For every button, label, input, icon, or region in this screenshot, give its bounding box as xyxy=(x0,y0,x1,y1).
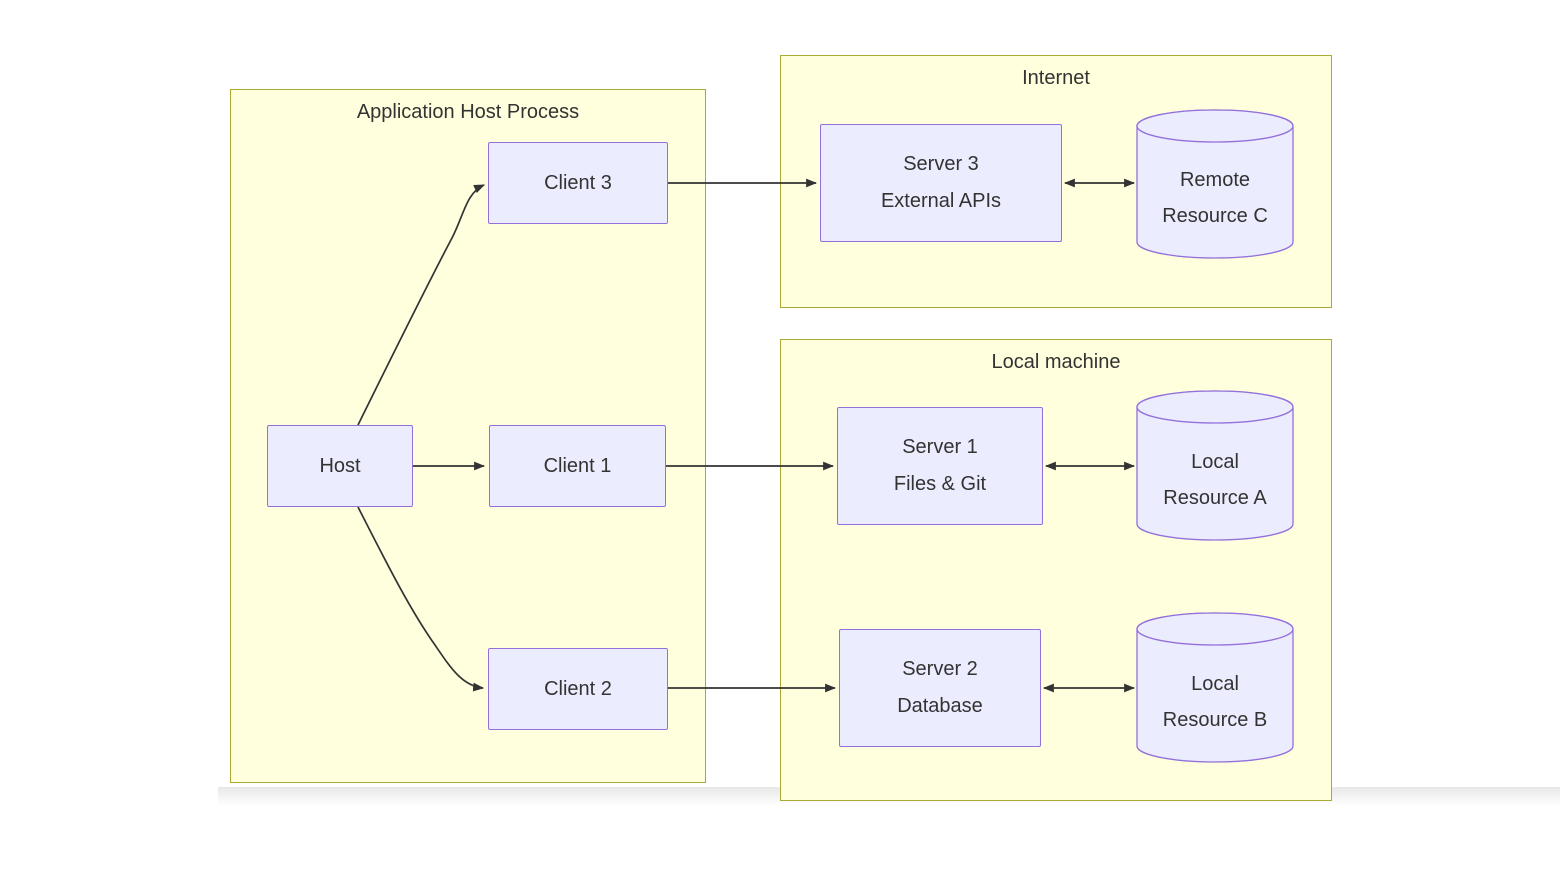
container-title-internet: Internet xyxy=(1022,67,1090,89)
node-server-1: Server 1 Files & Git xyxy=(837,407,1043,525)
node-remote-resource-c-line1: Remote xyxy=(1179,169,1251,191)
node-local-resource-a-label: Local Resource A xyxy=(1137,444,1293,516)
container-title-application-host-process: Application Host Process xyxy=(356,101,580,123)
node-local-resource-b-label: Local Resource B xyxy=(1137,666,1293,738)
node-remote-resource-c-line2: Resource C xyxy=(1162,205,1268,227)
node-client-1-label: Client 1 xyxy=(543,454,612,477)
node-client-2-label: Client 2 xyxy=(544,677,612,700)
node-local-resource-a-line2: Resource A xyxy=(1163,487,1267,509)
node-server-3: Server 3 External APIs xyxy=(820,124,1062,242)
container-title-local-machine: Local machine xyxy=(991,351,1121,373)
node-local-resource-b-line2: Resource B xyxy=(1162,709,1268,731)
node-remote-resource-c-label: Remote Resource C xyxy=(1137,162,1293,234)
node-server-1-label-line1: Server 1 xyxy=(902,436,978,458)
node-server-3-label-line1: Server 3 xyxy=(903,153,979,175)
node-local-resource-b-line1: Local xyxy=(1191,673,1239,695)
node-server-3-label-line2: External APIs xyxy=(880,190,1002,212)
node-host: Host xyxy=(267,425,413,507)
node-client-3-label: Client 3 xyxy=(544,171,612,194)
node-client-2: Client 2 xyxy=(488,648,668,730)
node-server-2-label-line1: Server 2 xyxy=(902,658,978,680)
node-client-1: Client 1 xyxy=(489,425,666,507)
node-local-resource-a-line1: Local xyxy=(1191,451,1239,473)
node-server-2: Server 2 Database xyxy=(839,629,1041,747)
node-host-label: Host xyxy=(319,454,361,477)
node-server-1-label-line2: Files & Git xyxy=(893,473,987,495)
node-client-3: Client 3 xyxy=(488,142,668,224)
node-server-2-label-line2: Database xyxy=(897,695,983,717)
